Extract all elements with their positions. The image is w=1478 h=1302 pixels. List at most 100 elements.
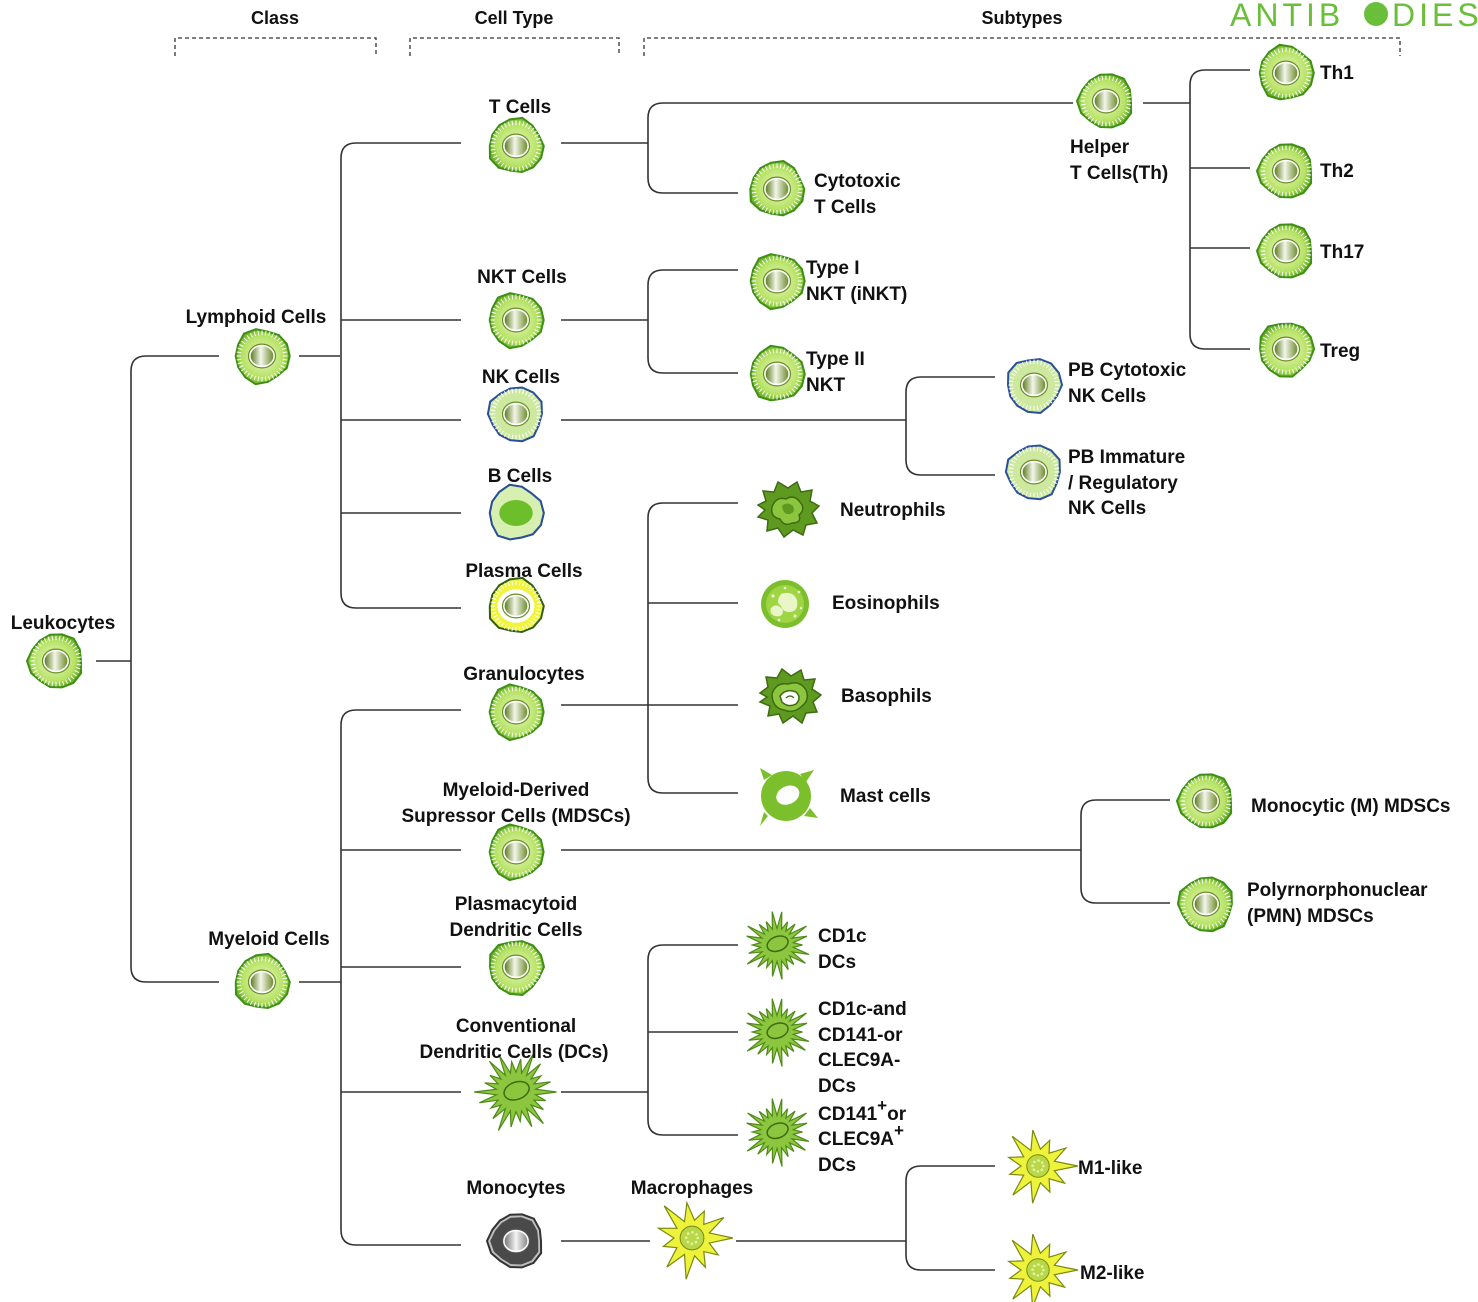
label-b-cells: B Cells <box>488 466 552 487</box>
label-m-mdsc: Monocytic (M) MDSCs <box>1251 796 1451 817</box>
label-basophils: Basophils <box>841 686 932 707</box>
label-cd141-pos-line1: CD141+or <box>818 1096 907 1125</box>
label-clec9a-pos-text: CLEC9A <box>818 1129 894 1150</box>
mdsc-cell-icon <box>488 823 545 882</box>
label-macrophages: Macrophages <box>631 1178 753 1199</box>
cdc-cell-icon <box>474 1053 557 1131</box>
label-mast-cells: Mast cells <box>840 786 931 807</box>
label-cd141-pos-sup: + <box>877 1096 887 1115</box>
bracket-subtypes <box>643 37 1401 56</box>
label-helper-t-line2: T Cells(Th) <box>1070 163 1168 184</box>
round-cell-icons <box>25 43 1316 1269</box>
header-class: Class <box>251 8 299 28</box>
label-cd1c-neg-line3: CLEC9A- <box>818 1050 900 1071</box>
th2-cell-icon <box>1255 143 1313 199</box>
label-m2-like: M2-like <box>1080 1263 1144 1284</box>
th17-cell-icon <box>1255 223 1313 279</box>
spiky-cell-icons <box>474 911 1079 1302</box>
nk-cell-icon <box>486 386 543 443</box>
label-mdsc-line2: Supressor Cells (MDSCs) <box>401 806 630 827</box>
label-type2-nkt-line2: NKT <box>806 375 845 396</box>
label-cd1c-line1: CD1c <box>818 926 867 947</box>
label-pmn-mdsc-line2: (PMN) MDSCs <box>1247 906 1374 927</box>
label-cytotoxic-t-line1: Cytotoxic <box>814 171 901 192</box>
label-cd141-pos-line2: CLEC9A+ <box>818 1121 904 1150</box>
cd141-pos-dc-cell-icon <box>746 1098 810 1167</box>
myeloid-cell-icon <box>234 952 291 1010</box>
label-treg: Treg <box>1320 341 1360 362</box>
column-headers: Class Cell Type Subtypes <box>174 8 1401 56</box>
bracket-class <box>174 37 377 56</box>
label-th1: Th1 <box>1320 63 1354 84</box>
label-m1-like: M1-like <box>1078 1158 1142 1179</box>
label-cd1c-neg-line1: CD1c-and <box>818 999 907 1020</box>
label-th17: Th17 <box>1320 242 1364 263</box>
pmn-mdsc-cell-icon <box>1176 876 1233 933</box>
label-pb-cytotoxic-line1: PB Cytotoxic <box>1068 360 1187 381</box>
bracket-cell-type <box>409 37 620 56</box>
th1-cell-icon <box>1258 43 1315 101</box>
label-eosinophils: Eosinophils <box>832 593 940 614</box>
label-pdc-line1: Plasmacytoid <box>455 894 578 915</box>
label-type2-nkt-line1: Type II <box>806 349 865 370</box>
m1-like-cell-icon <box>1006 1129 1079 1204</box>
label-pb-immature-line2: / Regulatory <box>1068 473 1178 494</box>
type2-nkt-cell-icon <box>749 344 806 402</box>
b-cell-icon <box>488 483 545 541</box>
neutrophil-icon <box>756 480 821 539</box>
label-type1-nkt-line1: Type I <box>806 258 860 279</box>
cytotoxic-t-cell-icon <box>749 159 806 217</box>
pdc-cell-icon <box>488 940 546 997</box>
label-th2: Th2 <box>1320 161 1354 182</box>
label-cd141-pos-text: CD141 <box>818 1104 878 1125</box>
label-neutrophils: Neutrophils <box>840 500 946 521</box>
header-cell-type: Cell Type <box>475 8 554 28</box>
granulocyte-cell-icon <box>488 683 545 742</box>
label-leukocytes: Leukocytes <box>11 613 116 634</box>
label-cd1c-line2: DCs <box>818 952 856 973</box>
node-labels: Leukocytes Lymphoid Cells Myeloid Cells … <box>11 63 1451 1284</box>
type1-nkt-cell-icon <box>749 253 806 311</box>
tree-connectors <box>96 69 1250 1271</box>
pb-cytotoxic-nk-cell-icon <box>1006 358 1064 415</box>
circle-o-icon <box>1364 2 1388 26</box>
label-type1-nkt-line2: NKT (iNKT) <box>806 284 907 305</box>
mast-cell-icon <box>760 768 818 826</box>
basophil-icon <box>758 667 823 725</box>
label-t-cells: T Cells <box>489 97 551 118</box>
eosinophil-icon <box>761 580 809 628</box>
label-monocytes: Monocytes <box>466 1178 565 1199</box>
leukocytes-cell-icon <box>25 633 83 689</box>
label-cd1c-neg-line2: CD141-or <box>818 1025 903 1046</box>
label-lymphoid-cells: Lymphoid Cells <box>186 307 327 328</box>
label-pdc-line2: Dendritic Cells <box>449 920 582 941</box>
label-pb-immature-line3: NK Cells <box>1068 498 1146 519</box>
monocyte-cell-icon <box>485 1213 543 1269</box>
label-mdsc-line1: Myeloid-Derived <box>443 780 590 801</box>
treg-cell-icon <box>1259 322 1316 378</box>
plasma-cell-icon <box>488 576 545 634</box>
label-cd1c-neg-line4: DCs <box>818 1076 856 1097</box>
label-cytotoxic-t-line2: T Cells <box>814 197 876 218</box>
label-helper-t-line1: Helper <box>1070 137 1130 158</box>
label-cd141-pos-line3: DCs <box>818 1155 856 1176</box>
label-granulocytes: Granulocytes <box>463 664 584 685</box>
label-pb-immature-line1: PB Immature <box>1068 447 1185 468</box>
brand-text-before: ANTIB <box>1230 0 1344 33</box>
label-cd141-pos-or: or <box>887 1104 907 1125</box>
label-cdc-line1: Conventional <box>456 1016 576 1037</box>
label-nk-cells: NK Cells <box>482 367 560 388</box>
brand-text-after: DIES <box>1392 0 1478 33</box>
pb-immature-nk-cell-icon <box>1004 444 1061 501</box>
macrophage-cell-icon <box>656 1200 734 1280</box>
label-myeloid-cells: Myeloid Cells <box>208 929 329 950</box>
label-cdc-line2: Dendritic Cells (DCs) <box>420 1042 609 1063</box>
nkt-cell-icon <box>488 292 545 350</box>
t-cell-icon <box>488 116 545 174</box>
label-nkt-cells: NKT Cells <box>477 267 567 288</box>
cd1c-dc-cell-icon <box>746 911 810 980</box>
header-subtypes: Subtypes <box>981 8 1062 28</box>
helper-t-cell-icon <box>1075 73 1133 129</box>
m2-like-cell-icon <box>1006 1233 1079 1302</box>
label-pmn-mdsc-line1: Polyrnorphonuclear <box>1247 880 1428 901</box>
